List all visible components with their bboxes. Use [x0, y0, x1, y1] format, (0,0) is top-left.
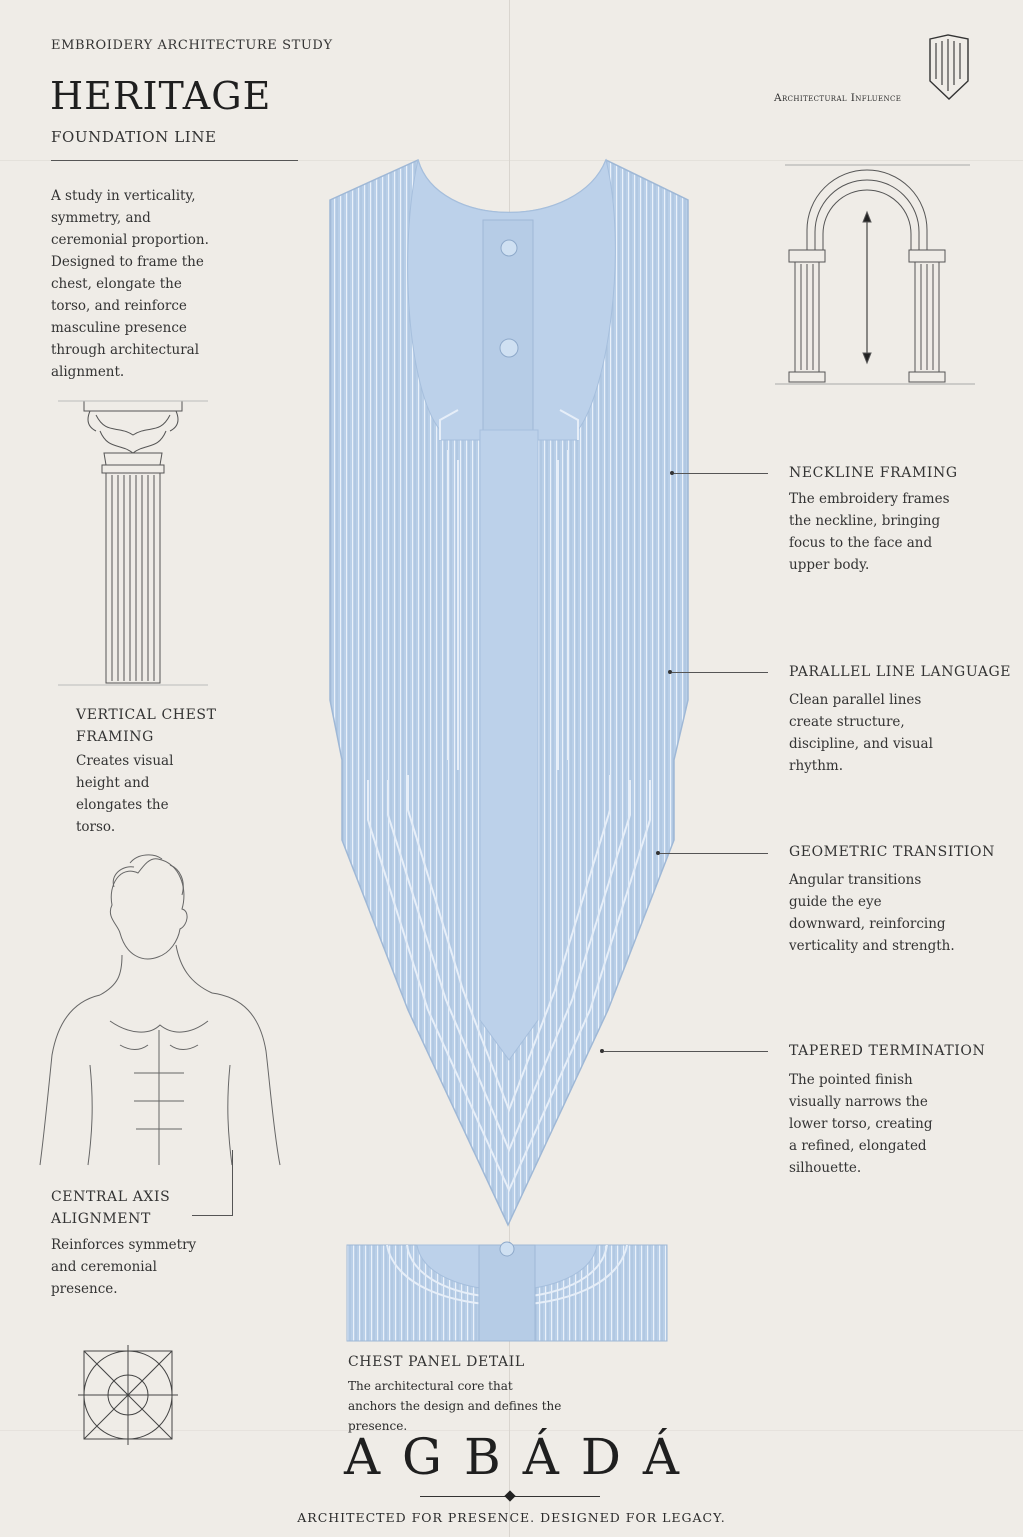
note-parallel-body: Clean parallel lines create structure, d… [789, 692, 933, 774]
header-rule [51, 160, 298, 161]
brand-tagline: ARCHITECTED FOR PRESENCE. DESIGNED FOR L… [297, 1510, 726, 1525]
note-neckline-title: NECKLINE FRAMING [789, 465, 958, 481]
statue-bust-sketch [39, 854, 281, 1166]
note-vertical-title: VERTICAL CHEST FRAMING [76, 707, 217, 745]
transition-leader [660, 853, 768, 854]
parallel-leader [672, 672, 768, 673]
note-neckline-body: The embroidery frames the neckline, brin… [789, 491, 950, 573]
note-termination-body: The pointed finish visually narrows the … [789, 1072, 933, 1176]
note-parallel-title: PARALLEL LINE LANGUAGE [789, 664, 1012, 680]
arch-sketch [775, 164, 975, 385]
note-axis-body: Reinforces symmetry and ceremonial prese… [51, 1237, 197, 1297]
parallel-marker [668, 670, 672, 674]
transition-marker [656, 851, 660, 855]
chest-panel-detail [346, 1241, 668, 1342]
brand-name: AGBÁDÁ [343, 1428, 702, 1486]
note-termination-title: TAPERED TERMINATION [789, 1043, 986, 1059]
termination-leader [604, 1051, 768, 1052]
note-transition-body: Angular transitions guide the eye downwa… [789, 872, 955, 954]
page-title: HERITAGE [50, 74, 272, 118]
column-sketch [58, 400, 208, 686]
neckline-leader [674, 473, 768, 474]
proportion-diagram-icon [78, 1345, 178, 1445]
detail-body: The architectural core that anchors the … [348, 1379, 562, 1433]
axis-leader-vertical [232, 1150, 233, 1216]
diamond-icon [504, 1490, 516, 1502]
arch-logo-icon [929, 34, 969, 100]
termination-marker [600, 1049, 604, 1053]
detail-title: CHEST PANEL DETAIL [348, 1354, 525, 1370]
note-axis-title: CENTRAL AXIS ALIGNMENT [51, 1189, 171, 1227]
agbada-embroidery-panel [329, 158, 689, 1227]
note-transition-title: GEOMETRIC TRANSITION [789, 844, 995, 860]
intro-text: A study in verticality, symmetry, and ce… [51, 188, 209, 380]
neckline-marker [670, 471, 674, 475]
note-vertical-body: Creates visual height and elongates the … [76, 753, 174, 835]
study-kicker: EMBROIDERY ARCHITECTURE STUDY [51, 38, 333, 53]
influence-label: Architectural Influence [774, 92, 902, 104]
page-subtitle: FOUNDATION LINE [51, 128, 217, 146]
axis-leader [192, 1215, 232, 1216]
